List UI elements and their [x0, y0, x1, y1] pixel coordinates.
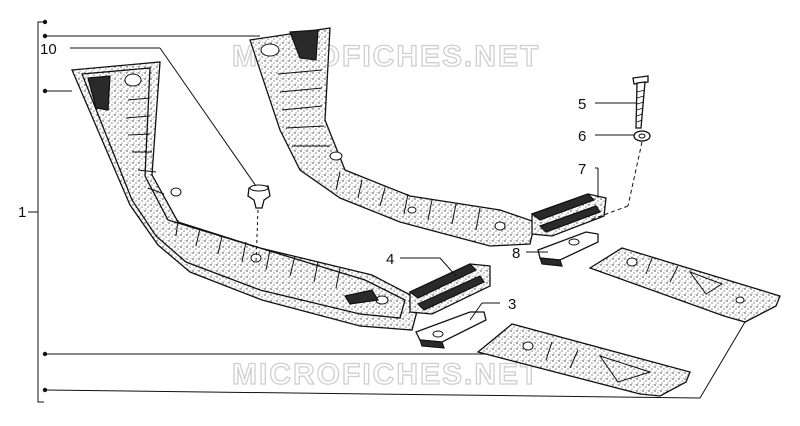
- clip-part-10: [247, 184, 271, 263]
- leader-lines: [70, 47, 636, 321]
- callout-3: 3: [508, 296, 516, 313]
- callout-5: 5: [578, 96, 586, 113]
- left-footboard: [71, 61, 421, 331]
- rubber-block-part-7: [530, 193, 607, 237]
- group-bracket: [28, 19, 746, 403]
- callout-1: 1: [18, 204, 26, 221]
- callout-8: 8: [512, 245, 520, 262]
- bracket-part-8: [537, 231, 599, 267]
- screw-part-5: [632, 75, 649, 129]
- watermark-bottom: MICROFICHES.NET: [232, 358, 540, 391]
- right-trim-strip: [588, 247, 781, 323]
- rubber-block-part-4: [408, 263, 491, 315]
- nut-part-6: [633, 130, 651, 142]
- bracket-part-3: [415, 311, 487, 349]
- callout-10: 10: [40, 41, 57, 58]
- callout-4: 4: [386, 251, 394, 268]
- center-trim-strip: [476, 323, 691, 397]
- callout-6: 6: [578, 128, 586, 145]
- callout-7: 7: [578, 161, 586, 178]
